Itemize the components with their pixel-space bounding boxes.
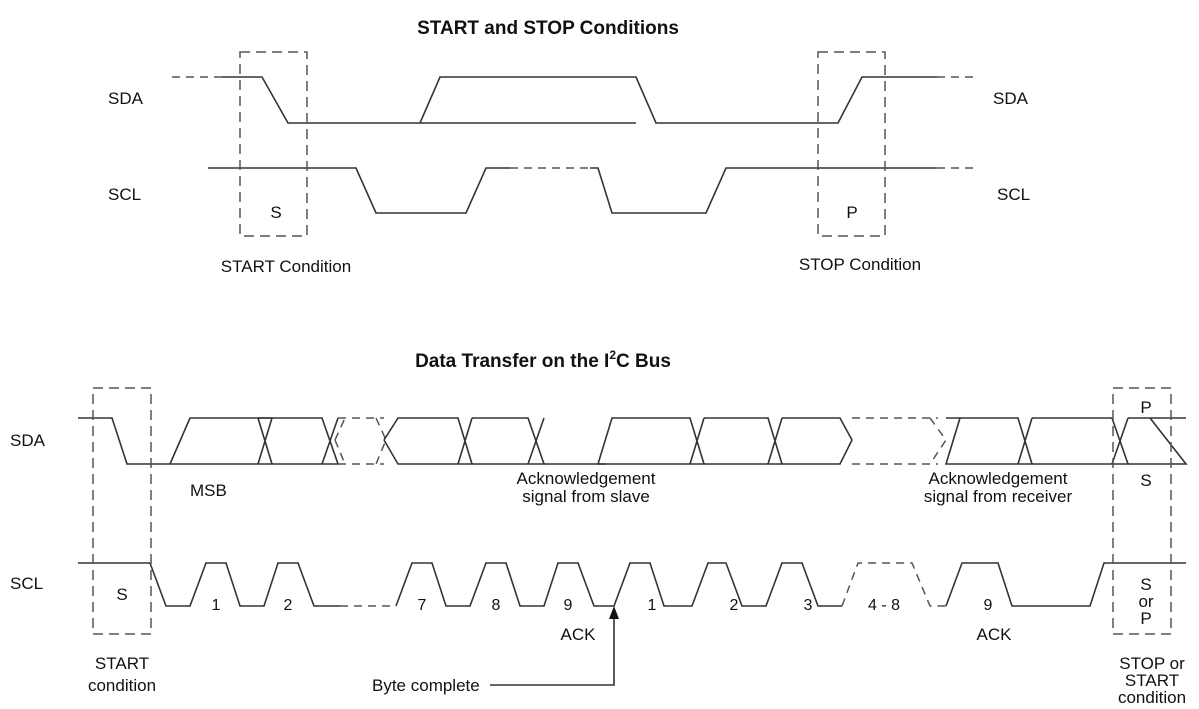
ack-label-slave: ACK xyxy=(561,625,597,644)
sda-cell-msb xyxy=(169,417,273,465)
top-scl-line-second xyxy=(590,167,937,214)
sda-cell-8 xyxy=(472,417,546,465)
start-stop-conditions-diagram: START and STOP Conditions SDA SDA SCL SC… xyxy=(108,18,1030,276)
ack-slave-line2: signal from slave xyxy=(522,487,650,506)
top-sda-label-left: SDA xyxy=(108,89,144,108)
top-s-marker: S xyxy=(270,203,281,222)
pulse-label: 4 - 8 xyxy=(868,597,900,614)
pulse-label: 2 xyxy=(730,597,739,614)
data-transfer-diagram: Data Transfer on the I2C Bus SDA SCL xyxy=(10,348,1188,707)
byte-complete-label: Byte complete xyxy=(372,676,480,695)
top-scl-waveform xyxy=(208,167,978,214)
bottom-p-marker: P xyxy=(1140,398,1151,417)
sda-cell-2b xyxy=(704,417,784,465)
ack-slave-line1: Acknowledgement xyxy=(517,469,656,488)
stop-condition-caption: STOP Condition xyxy=(799,255,921,274)
sda-cell-9b xyxy=(944,417,1034,465)
pulse-label: 2 xyxy=(284,597,293,614)
top-scl-line-first xyxy=(208,167,510,214)
top-sda-waveform xyxy=(172,76,978,124)
pulse-label: 1 xyxy=(648,597,657,614)
bottom-scl-waveform xyxy=(78,562,1186,607)
top-scl-label-right: SCL xyxy=(997,185,1030,204)
pulse-label: 8 xyxy=(492,597,501,614)
bottom-diagram-title: Data Transfer on the I2C Bus xyxy=(415,348,671,372)
sda-cell-7 xyxy=(383,417,474,465)
bottom-sda-label: SDA xyxy=(10,431,46,450)
stop-condition-box xyxy=(817,51,886,237)
sda-dashed-gap-1 xyxy=(334,417,387,465)
s-or-p-line2: or xyxy=(1138,592,1153,611)
ack-receiver-line2: signal from receiver xyxy=(924,487,1073,506)
bottom-s-marker-right: S xyxy=(1140,471,1151,490)
sda-dashed-gap-2 xyxy=(852,417,947,465)
s-or-p-line3: P xyxy=(1140,609,1151,628)
s-or-p-line1: S xyxy=(1140,575,1151,594)
pulse-label: 3 xyxy=(804,597,813,614)
scl-pulse-9-and-stop xyxy=(945,562,1186,607)
start-condition-label-line2: condition xyxy=(88,676,156,695)
sda-cell-2 xyxy=(258,417,340,465)
title-superscript: 2 xyxy=(609,348,616,362)
stop-condition-label-line2: START xyxy=(1125,671,1179,690)
ack-receiver-line1: Acknowledgement xyxy=(929,469,1068,488)
stop-condition-label-line1: STOP or xyxy=(1119,654,1185,673)
pulse-label: 7 xyxy=(418,597,427,614)
pulse-label: 1 xyxy=(212,597,221,614)
pulse-label: 9 xyxy=(984,597,993,614)
scl-dashed-pulse-4-8 xyxy=(841,562,946,607)
sda-start-fall xyxy=(78,417,170,465)
scl-pulses-1-2 xyxy=(78,562,340,607)
top-scl-label-left: SCL xyxy=(108,185,141,204)
sda-cell-1b xyxy=(597,417,706,465)
msb-label: MSB xyxy=(190,481,227,500)
top-sda-line xyxy=(222,76,937,124)
scl-pulses-7-3 xyxy=(395,562,842,607)
top-sda-label-right: SDA xyxy=(993,89,1029,108)
title-end: C Bus xyxy=(616,351,671,372)
title-main: Data Transfer on the I xyxy=(415,351,609,372)
top-p-marker: P xyxy=(846,203,857,222)
byte-complete-arrowhead xyxy=(609,606,619,619)
bottom-start-box xyxy=(92,387,152,635)
bottom-sda-waveform xyxy=(78,417,1188,465)
bottom-scl-label: SCL xyxy=(10,574,43,593)
stop-condition-label-line3: condition xyxy=(1118,688,1186,707)
start-condition-box xyxy=(239,51,308,237)
top-diagram-title: START and STOP Conditions xyxy=(417,18,679,39)
sda-cell-3b xyxy=(782,417,853,465)
bottom-stop-box xyxy=(1112,387,1172,635)
byte-complete-leader-line xyxy=(490,614,615,686)
start-condition-label-line1: START xyxy=(95,654,149,673)
bottom-s-marker: S xyxy=(116,585,127,604)
sda-cell-ack-recv xyxy=(1032,417,1130,465)
start-condition-caption: START Condition xyxy=(221,257,351,276)
ack-label-receiver: ACK xyxy=(977,625,1013,644)
sda-stop-or-start xyxy=(1128,417,1188,465)
pulse-label: 9 xyxy=(564,597,573,614)
